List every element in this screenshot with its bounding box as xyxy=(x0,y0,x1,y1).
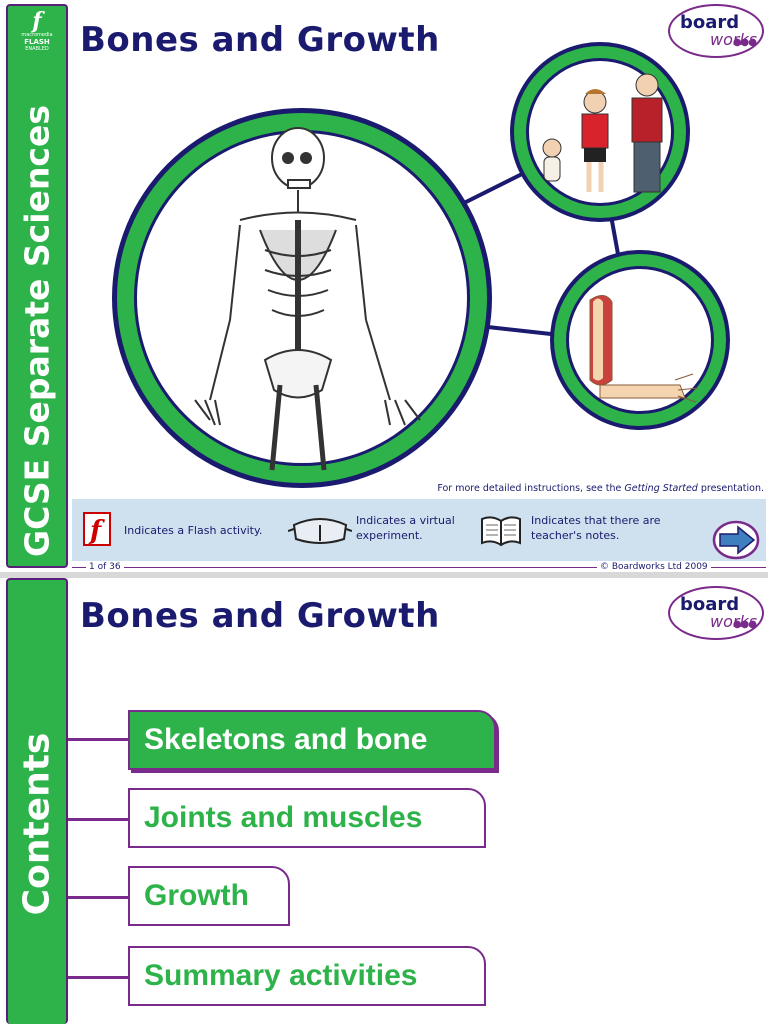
boardworks-logo: board works ●●● xyxy=(668,586,764,640)
flash-enabled-logo: f macromedia FLASH ENABLED xyxy=(21,8,53,52)
menu-connector xyxy=(68,738,130,741)
instructions-text: For more detailed instructions, see the … xyxy=(437,483,764,494)
growth-stages-circle xyxy=(510,42,690,222)
menu-item-skeletons[interactable]: Skeletons and bone xyxy=(128,710,496,770)
contents-slide: Contents Bones and Growth board works ●●… xyxy=(0,578,768,1024)
legend-experiment-text: Indicates a virtual experiment. xyxy=(356,514,455,542)
menu-item-growth[interactable]: Growth xyxy=(128,866,290,926)
svg-text:f: f xyxy=(88,516,105,546)
slide-divider xyxy=(0,572,768,578)
sidebar: f macromedia FLASH ENABLED GCSE Separate… xyxy=(6,4,68,568)
page-counter: 1 of 36 xyxy=(86,562,124,572)
copyright: © Boardworks Ltd 2009 xyxy=(597,562,711,572)
menu-connector xyxy=(68,896,130,899)
footer-rule xyxy=(72,567,766,568)
goggles-icon xyxy=(288,518,352,544)
menu-connector xyxy=(68,818,130,821)
arm-muscle-circle xyxy=(550,250,730,430)
flash-icon: f xyxy=(83,512,111,546)
legend-notes-text: Indicates that there are teacher's notes… xyxy=(531,514,661,542)
skeleton-figure xyxy=(194,127,421,471)
book-icon xyxy=(481,516,521,547)
menu-item-joints[interactable]: Joints and muscles xyxy=(128,788,486,848)
page-title: Bones and Growth xyxy=(80,596,440,636)
bones-illustration xyxy=(112,42,730,488)
title-slide: f macromedia FLASH ENABLED GCSE Separate… xyxy=(6,4,766,572)
legend-flash-text: Indicates a Flash activity. xyxy=(124,524,263,537)
sidebar: Contents xyxy=(6,578,68,1024)
menu-connector xyxy=(68,976,130,979)
boardworks-logo: board works ●●● xyxy=(668,4,764,58)
page-title: Bones and Growth xyxy=(80,20,440,60)
sidebar-title: Contents xyxy=(16,732,58,916)
next-slide-button[interactable] xyxy=(712,520,760,560)
icon-legend: f Indicates a Flash activity. Indicates … xyxy=(72,499,766,561)
menu-item-summary[interactable]: Summary activities xyxy=(128,946,486,1006)
